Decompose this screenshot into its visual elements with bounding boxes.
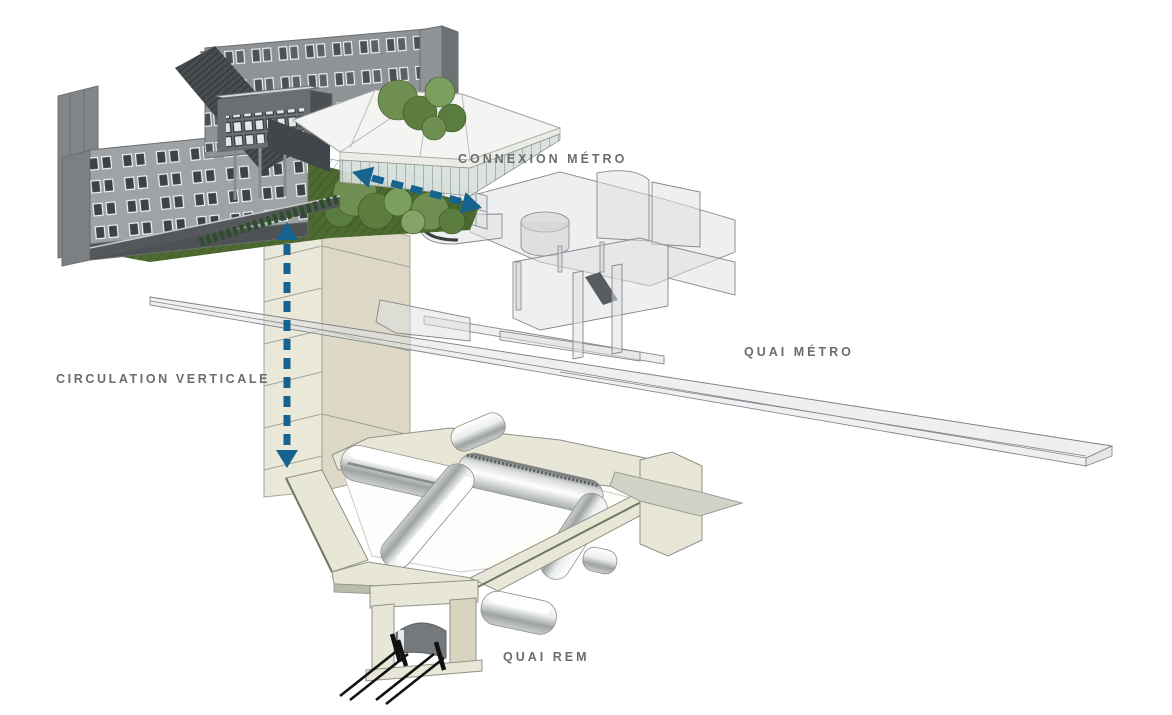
mezzanine-fin-wall-1 (596, 170, 650, 242)
quai-metro-platform (149, 296, 1114, 467)
mezzanine-column (515, 261, 522, 311)
arrow-up-icon (276, 222, 298, 240)
label-circulation-verticale: CIRCULATION VERTICALE (56, 372, 270, 386)
connexion-metro-arrow (352, 166, 482, 214)
rem-tunnel-portal (365, 579, 483, 682)
mezzanine-column (599, 241, 605, 273)
tree-cluster-right (377, 76, 467, 141)
rem-vault-lower (480, 590, 557, 635)
arrow-down-icon (276, 450, 298, 468)
pavilion-dark-volume (268, 118, 330, 172)
tunnel-arch (395, 622, 447, 659)
rem-exit-vault (582, 546, 618, 575)
label-quai-metro: QUAI MÉTRO (744, 344, 854, 359)
mezzanine-descent-wall (572, 270, 584, 360)
mezzanine-column (557, 245, 563, 273)
arrow-left-icon (352, 166, 375, 188)
metro-transfer-slab (499, 330, 641, 362)
surface-building-complex (57, 25, 562, 267)
hedge-row (198, 194, 340, 247)
rem-station-structure (285, 412, 744, 706)
rem-side-slab (609, 471, 744, 517)
mezzanine-lower-plate (375, 299, 471, 342)
label-connexion-metro: CONNEXION MÉTRO (458, 151, 627, 166)
diagram-labels: CONNEXION MÉTRO CIRCULATION VERTICALE QU… (56, 151, 854, 664)
street-lower (90, 196, 340, 259)
circulation-verticale-arrow (276, 222, 298, 468)
arrow-right-icon (459, 192, 482, 214)
street-curb (89, 195, 341, 249)
connection-arrow-line (371, 174, 464, 206)
metro-platform-end (1085, 445, 1113, 467)
mezzanine-right-arm (667, 245, 736, 296)
left-building-side (61, 149, 91, 267)
cantilever-roof (214, 85, 319, 99)
label-quai-rem: QUAI REM (503, 650, 590, 664)
mezzanine-descent-wall (611, 263, 623, 355)
rail-lines (339, 633, 447, 706)
mezzanine-fin-wall-2 (651, 181, 701, 248)
rem-vault-small (450, 412, 506, 452)
mezzanine-escalator (585, 272, 618, 305)
